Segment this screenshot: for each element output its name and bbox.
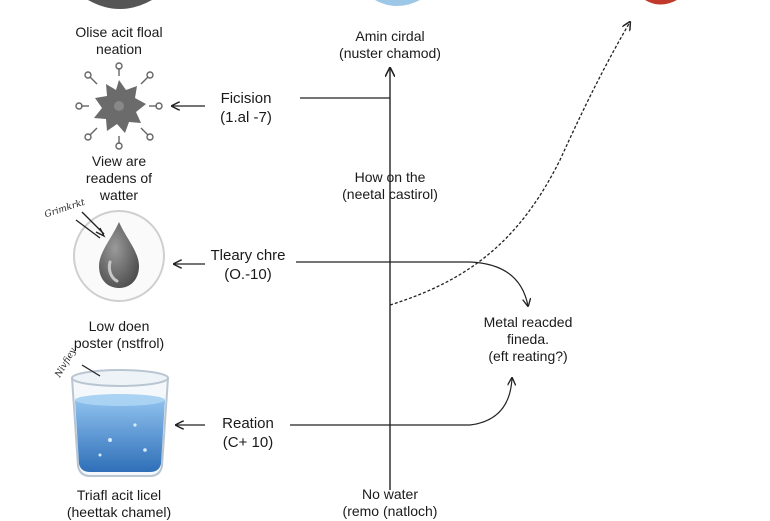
connector-middle [296,261,528,306]
arrow-label-3: Reation (C+ 10) [222,415,274,451]
connector-bottom [290,378,512,426]
pointer-arrows-icon [75,211,106,239]
water-drop-icon [73,210,165,302]
caption-1: Olise acit floal neation [75,24,163,57]
axis-label-bottom: No water (remo (natloch) [342,486,438,519]
water-glass-icon [70,364,170,477]
caption-2: View are readens of watter [85,153,153,203]
arrow-label-2: Tleary chre (O.-10) [210,247,286,283]
arrow-label-1: Ficision (1.al -7) [220,90,272,126]
caption-3: Low doen poster (nstfrol) [73,318,165,351]
axis-label-middle: How on the (neetal castirol) [342,169,438,202]
top-right-partial-icon [645,0,677,5]
caption-4: Triafl acit licel (heettak chamel) [66,487,172,520]
axis-label-top: Amin cirdal (nuster chamod) [339,28,441,61]
gear-virus-icon [75,62,163,150]
dashed-trend-curve [389,22,630,306]
top-center-partial-icon [375,0,420,6]
top-left-partial-icon [88,0,152,9]
right-label: Metal reacded fineda. (eft reating?) [483,314,573,364]
